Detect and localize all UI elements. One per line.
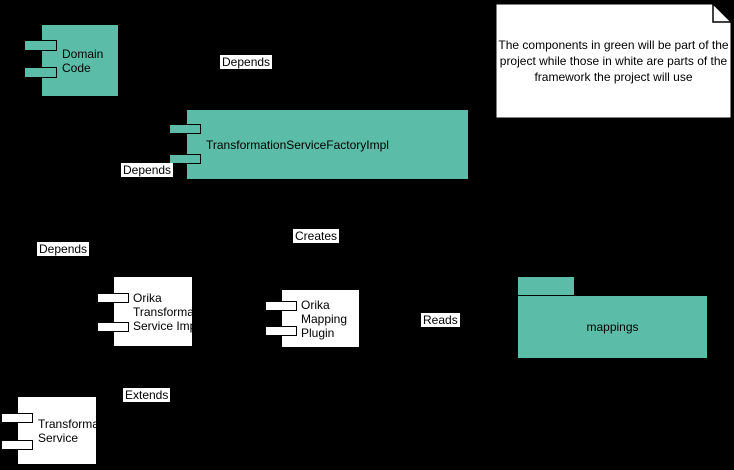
package-label: mappings: [586, 320, 639, 334]
edge-label-creates: Creates: [293, 229, 340, 243]
package-tab-icon: [517, 276, 575, 296]
component-box: Domain Code: [41, 24, 119, 97]
edge-label-depends-middle: Depends: [121, 163, 174, 177]
component-label: TransformationServiceFactoryImpl: [206, 137, 389, 152]
component-label: Domain Code: [62, 46, 104, 75]
component-box: Orika Transformation Service Impl: [113, 276, 193, 347]
component-tab-icon: [265, 301, 297, 311]
component-box: Orika Mapping Plugin: [281, 289, 360, 348]
edge-label-depends-left: Depends: [37, 242, 90, 256]
package-mappings: mappings: [517, 276, 708, 359]
component-tab-icon: [1, 440, 33, 450]
note: The components in green will be part of …: [495, 1, 734, 119]
component-label: Transformation Service: [38, 416, 97, 445]
component-box: Transformation Service: [17, 396, 97, 465]
component-tab-icon: [1, 413, 33, 423]
component-tab-icon: [265, 326, 297, 336]
component-label: Orika Mapping Plugin: [301, 297, 348, 340]
package-body: mappings: [517, 295, 708, 359]
component-tab-icon: [97, 293, 129, 303]
component-tab-icon: [169, 154, 201, 164]
note-text: The components in green will be part of …: [495, 3, 732, 119]
note-text-line: framework the project will use: [534, 70, 693, 84]
note-body: [495, 3, 732, 119]
component-transformation-service: Transformation Service: [1, 396, 97, 465]
edge-label-depends-top: Depends: [220, 55, 273, 69]
edge-label-reads: Reads: [421, 313, 460, 327]
note-text-line: project while those in white are parts o…: [499, 54, 728, 68]
component-label: Orika Transformation Service Impl: [133, 290, 193, 333]
component-domain-code: Domain Code: [24, 24, 119, 97]
component-box: TransformationServiceFactoryImpl: [186, 109, 469, 180]
component-tab-icon: [24, 67, 57, 78]
component-orika-transformation-service-impl: Orika Transformation Service Impl: [97, 276, 193, 347]
component-tab-icon: [169, 124, 201, 134]
component-orika-mapping-plugin: Orika Mapping Plugin: [265, 289, 360, 348]
note-text-line: The components in green will be part of …: [498, 38, 729, 52]
note-shape: [495, 1, 734, 119]
component-tab-icon: [24, 40, 57, 51]
note-fold-icon: [712, 1, 734, 23]
component-tab-icon: [97, 322, 129, 332]
edge-label-extends: Extends: [123, 388, 171, 402]
component-transformation-service-factory-impl: TransformationServiceFactoryImpl: [169, 109, 469, 180]
